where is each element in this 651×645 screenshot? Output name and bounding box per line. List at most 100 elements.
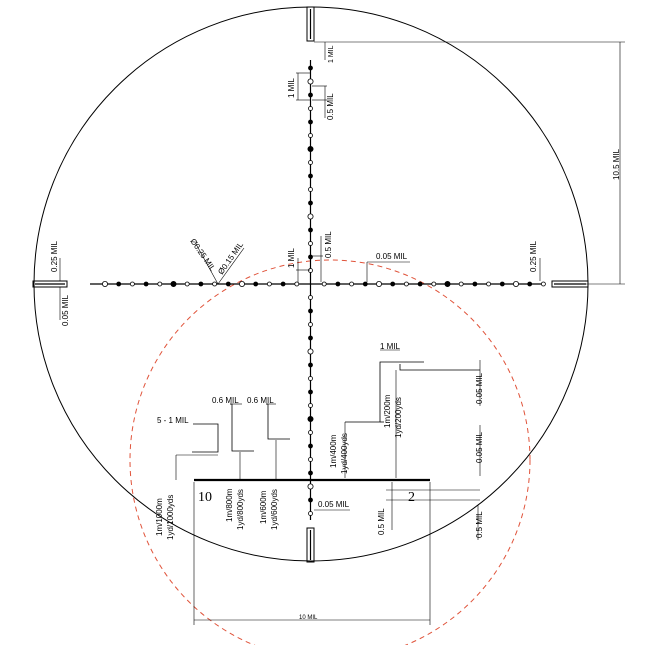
vertical-dot	[308, 376, 313, 381]
horizontal-dot	[225, 281, 231, 287]
horizontal-dot	[280, 281, 286, 287]
vertical-dot	[308, 470, 313, 476]
horizontal-dot	[170, 280, 177, 287]
vertical-dot	[307, 213, 314, 220]
label-center-1mil: 0.5 MIL	[324, 231, 333, 258]
horizontal-dot	[417, 281, 423, 287]
vertical-dot	[308, 92, 313, 98]
horizontal-dot	[116, 281, 122, 287]
vertical-dot	[308, 457, 313, 462]
vertical-dot	[308, 227, 313, 233]
label-right-0-25mil: 0.25 MIL	[529, 240, 538, 272]
horizontal-dot	[403, 281, 409, 287]
vertical-dot	[308, 295, 313, 300]
vertical-dot	[308, 403, 313, 408]
bottom-post	[306, 527, 315, 563]
vertical-dot	[308, 187, 313, 192]
vertical-dot	[308, 173, 313, 179]
top-post	[306, 6, 315, 42]
label-0-5mil-center: 0.5 MIL	[377, 508, 386, 535]
dashed-circle	[129, 259, 531, 645]
vertical-dot	[307, 145, 314, 152]
vertical-dot	[308, 308, 313, 314]
left-post	[32, 280, 68, 288]
horizontal-dot	[102, 280, 109, 287]
label-vertical-1mil: 1 MIL	[287, 77, 296, 98]
horizontal-dot	[335, 281, 341, 287]
vertical-dot	[308, 511, 313, 516]
vertical-dot-scale	[307, 65, 314, 516]
horizontal-dot	[362, 281, 368, 287]
horizontal-dot	[184, 281, 190, 287]
number-10: 10	[198, 490, 212, 505]
horizontal-dot	[472, 281, 478, 287]
label-0-6mil-a: 0.6 MIL	[212, 396, 239, 405]
horizontal-dot	[375, 280, 382, 287]
vertical-dot	[308, 65, 313, 71]
vertical-dot	[308, 322, 313, 327]
horizontal-dot	[541, 281, 546, 287]
horizontal-dot	[253, 281, 259, 287]
label-1yd-1000yds: 1yd/1000yds	[166, 495, 175, 540]
vertical-dot	[308, 160, 313, 165]
horizontal-dot	[294, 281, 300, 287]
label-center-0-5mil: 1 MIL	[287, 247, 296, 268]
horizontal-dot	[513, 280, 520, 287]
horizontal-dot	[129, 281, 135, 287]
horizontal-dot	[431, 281, 437, 287]
vertical-dot	[308, 335, 313, 341]
label-left-0-25mil: 0.25 MIL	[50, 240, 59, 272]
horizontal-dot	[157, 281, 163, 287]
vertical-dot	[308, 430, 313, 435]
label-1yd-800yds: 1yd/800yds	[236, 489, 245, 530]
horizontal-dot	[527, 281, 533, 287]
label-1m-1000m: 1m/1000m	[155, 498, 164, 536]
vertical-dot	[308, 268, 313, 273]
label-1m-600m: 1m/600m	[259, 490, 268, 524]
horizontal-dot	[444, 280, 451, 287]
horizontal-dot	[486, 281, 492, 287]
label-top-1mil: 1 MIL	[328, 45, 335, 63]
vertical-dot	[307, 78, 314, 85]
horizontal-dot	[321, 281, 327, 287]
label-1m-400m: 1m/400m	[329, 434, 338, 468]
horizontal-dot	[238, 280, 245, 287]
label-center-0-05mil: 0.05 MIL	[376, 252, 408, 261]
label-1m-800m: 1m/800m	[225, 488, 234, 522]
vertical-dot	[307, 348, 314, 355]
horizontal-dot	[212, 281, 218, 287]
horizontal-dot	[390, 281, 396, 287]
label-0-05mil-r1: 0.05 MIL	[475, 372, 484, 404]
vertical-dot	[307, 415, 314, 422]
label-10mil: 10 MIL	[299, 615, 318, 621]
vertical-dot	[307, 483, 314, 490]
horizontal-dot	[198, 281, 204, 287]
vertical-dot	[308, 241, 313, 246]
horizontal-dot-scale	[102, 280, 546, 287]
label-0-05mil-r2: 0.05 MIL	[475, 431, 484, 463]
vertical-dot	[308, 106, 313, 111]
label-1yd-400yds: 1yd/400yds	[340, 433, 349, 474]
label-1mil-step: 1 MIL	[380, 342, 401, 351]
label-dia-0-25mil: Ø0.25 MIL	[188, 237, 217, 273]
label-1yd-200yds: 1yd/200yds	[394, 397, 403, 438]
vertical-dot	[308, 119, 313, 125]
label-10-5mil: 10.5 MIL	[612, 148, 621, 180]
label-0-5mil-right: 0.5 MIL	[475, 511, 484, 538]
vertical-dot	[308, 200, 313, 206]
vertical-dot	[308, 497, 313, 503]
horizontal-dot	[143, 281, 149, 287]
vertical-dot	[308, 133, 313, 138]
label-five-one-mil: 5 - 1 MIL	[157, 416, 189, 425]
label-0-6mil-b: 0.6 MIL	[247, 396, 274, 405]
vertical-dot	[308, 443, 313, 449]
horizontal-dot	[349, 281, 355, 287]
vertical-dot	[308, 254, 313, 260]
horizontal-dot	[499, 281, 505, 287]
horizontal-dot	[458, 281, 464, 287]
vertical-dot	[308, 389, 313, 395]
vertical-dot	[308, 362, 313, 368]
label-dia-0-15mil: Ø0.15 MIL	[216, 240, 245, 276]
label-vertical-0-5mil: 0.5 MIL	[326, 93, 335, 120]
